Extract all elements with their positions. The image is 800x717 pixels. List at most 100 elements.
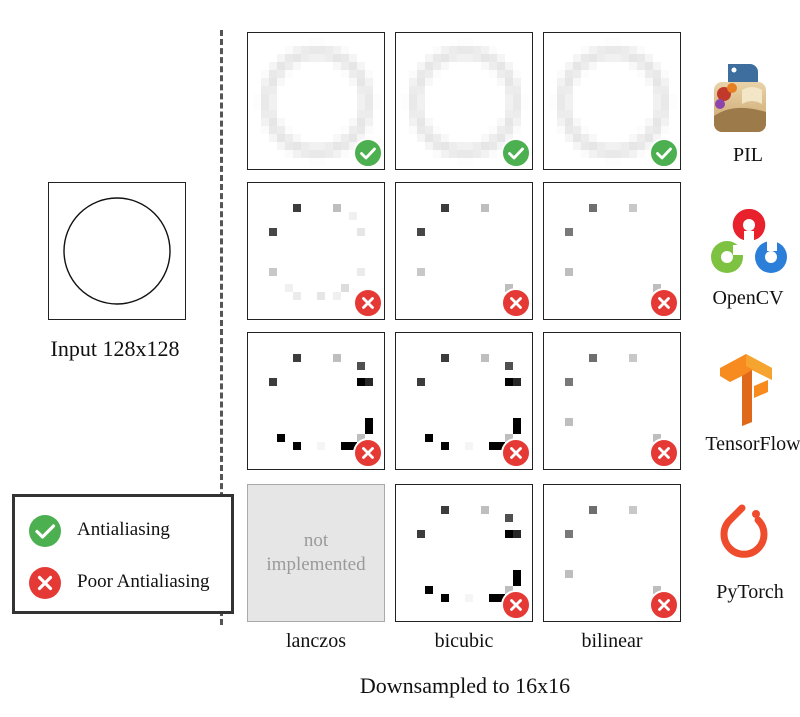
pixel: [261, 86, 269, 94]
pixel: [425, 134, 433, 142]
pixel: [513, 530, 521, 538]
pixel: [497, 442, 505, 450]
pixel: [513, 118, 521, 126]
pixel: [365, 126, 373, 134]
pixel: [605, 150, 613, 158]
pixel: [277, 78, 285, 86]
pixel: [605, 142, 613, 150]
pixel: [629, 54, 637, 62]
pixel: [629, 142, 637, 150]
pixel: [457, 158, 465, 166]
pixel: [357, 102, 365, 110]
pixel: [341, 142, 349, 150]
pixel: [557, 126, 565, 134]
cross-icon: [501, 590, 531, 620]
pixel: [309, 38, 317, 46]
pixel: [637, 70, 645, 78]
column-label-lanczos: lanczos: [286, 630, 346, 652]
pixel: [317, 158, 325, 166]
pixel: [661, 118, 669, 126]
column-label-bilinear: bilinear: [581, 630, 643, 652]
pixel: [465, 46, 473, 54]
downsampled-image: [549, 38, 677, 166]
pixel: [285, 54, 293, 62]
pixel: [409, 118, 417, 126]
pixel: [341, 70, 349, 78]
pixel: [325, 54, 333, 62]
pixel: [505, 514, 513, 522]
pixel: [497, 126, 505, 134]
pixel: [417, 86, 425, 94]
pixel: [621, 54, 629, 62]
pixel: [401, 102, 409, 110]
pixel: [465, 142, 473, 150]
pixel: [357, 70, 365, 78]
pixel: [653, 434, 661, 442]
pixel: [613, 150, 621, 158]
pixel: [581, 62, 589, 70]
pixel: [653, 78, 661, 86]
pixel: [365, 418, 373, 426]
pixel: [325, 150, 333, 158]
pixel: [489, 62, 497, 70]
pixel: [557, 102, 565, 110]
cross-icon: [649, 590, 679, 620]
pixel: [581, 54, 589, 62]
check-icon: [501, 138, 531, 168]
pixel: [565, 118, 573, 126]
pixel: [341, 442, 349, 450]
downsampled-image: [269, 204, 365, 300]
pixel: [465, 442, 473, 450]
pixel: [565, 86, 573, 94]
pixel: [481, 134, 489, 142]
pixel: [645, 118, 653, 126]
pixel: [581, 142, 589, 150]
pixel: [573, 70, 581, 78]
pixel: [653, 94, 661, 102]
pixel: [425, 586, 433, 594]
pixel: [497, 594, 505, 602]
pixel: [581, 134, 589, 142]
pixel: [589, 54, 597, 62]
pixel: [481, 62, 489, 70]
pixel: [661, 102, 669, 110]
pixel: [441, 54, 449, 62]
pixel: [417, 378, 425, 386]
pixel: [341, 62, 349, 70]
pixel: [589, 150, 597, 158]
pixel: [449, 46, 457, 54]
pixel: [433, 126, 441, 134]
result-cell-pytorch-bilinear: [543, 484, 681, 622]
pixel: [293, 292, 301, 300]
pixel: [557, 118, 565, 126]
pixel: [285, 70, 293, 78]
result-cell-tensorflow-bicubic: [395, 332, 533, 470]
pixel: [433, 150, 441, 158]
pixel: [441, 46, 449, 54]
pixel: [349, 54, 357, 62]
pil-logo-icon: [708, 60, 772, 138]
pixel: [653, 586, 661, 594]
pixel: [505, 134, 513, 142]
pixel: [433, 46, 441, 54]
pixel: [573, 134, 581, 142]
pixel: [489, 54, 497, 62]
pixel: [653, 118, 661, 126]
pixel: [629, 46, 637, 54]
pixel: [349, 126, 357, 134]
pixel: [565, 268, 573, 276]
pixel: [349, 212, 357, 220]
pixel: [589, 506, 597, 514]
pixel: [489, 594, 497, 602]
pixel: [301, 54, 309, 62]
pixel: [317, 38, 325, 46]
pixel: [605, 158, 613, 166]
pixel: [653, 126, 661, 134]
pixel: [489, 126, 497, 134]
pixel: [341, 54, 349, 62]
pixel: [277, 62, 285, 70]
pixel: [489, 134, 497, 142]
pixel: [357, 362, 365, 370]
pixel: [637, 126, 645, 134]
downsampled-image: [253, 38, 381, 166]
